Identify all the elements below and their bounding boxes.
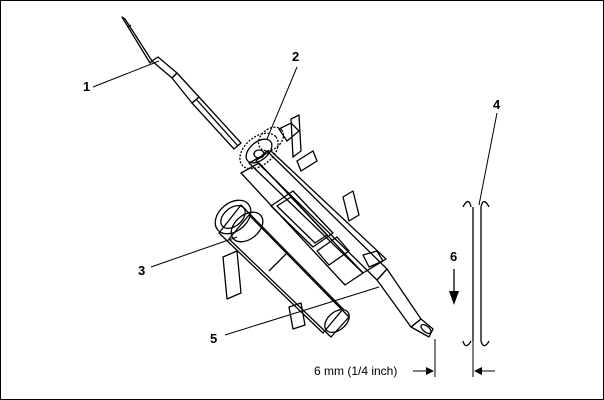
- reference-surface: [462, 200, 490, 347]
- carrier-frame: [222, 150, 387, 330]
- callout-4: 4: [493, 97, 501, 112]
- callout-5: 5: [210, 331, 217, 346]
- leader-lines: [92, 60, 498, 336]
- callout-3: 3: [138, 263, 145, 278]
- callout-6: 6: [450, 249, 457, 264]
- leader-4: [478, 112, 498, 206]
- needle-assembly: [121, 16, 434, 338]
- callout-2: 2: [292, 49, 299, 64]
- leader-5: [224, 286, 380, 336]
- leader-2: [266, 66, 298, 140]
- dimension-lines: [413, 339, 495, 377]
- callout-1: 1: [83, 79, 90, 94]
- leader-3: [150, 236, 238, 268]
- leader-1: [92, 60, 160, 88]
- dimension-label: 6 mm (1/4 inch): [314, 364, 397, 378]
- gear-clip: [239, 113, 318, 172]
- direction-arrow: [449, 269, 459, 305]
